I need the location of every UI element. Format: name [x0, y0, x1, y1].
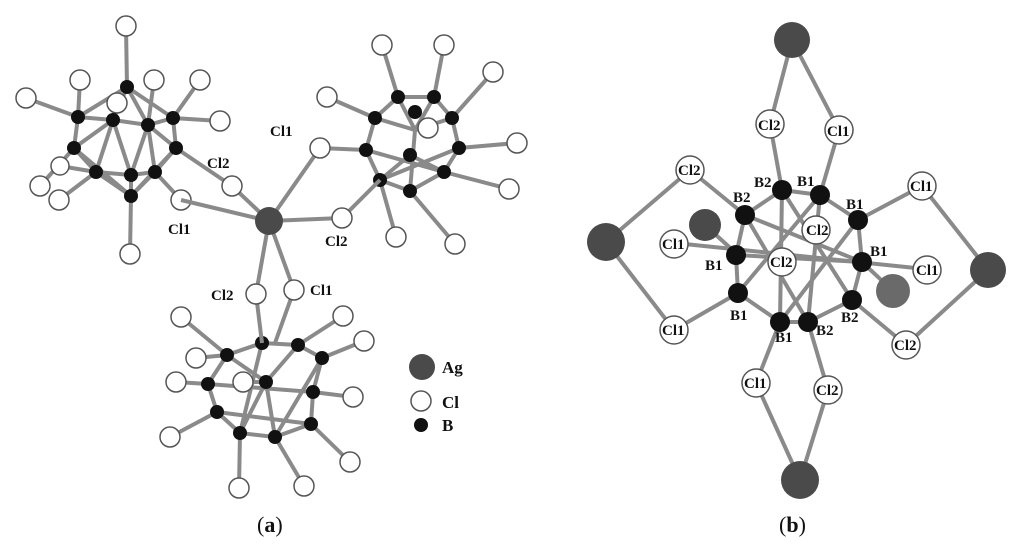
label-b-b2-b: B2	[733, 190, 751, 206]
label-b-b1-b: B1	[846, 197, 864, 213]
boron-cage-center	[674, 188, 936, 324]
panel-a-caption-close: )	[275, 512, 283, 537]
label-b-cl1-bottom: Cl1	[744, 376, 767, 392]
silver-atom-left	[587, 223, 625, 261]
label-b-cl2-center: Cl2	[770, 255, 793, 271]
bridging-chlorine-atoms	[221, 137, 353, 305]
label-b-cl1-top: Cl1	[827, 124, 850, 140]
chlorine-atoms-upper-left	[15, 15, 231, 265]
legend-swatch-b	[414, 418, 428, 432]
label-b-cl1-mid-left: Cl1	[662, 237, 685, 253]
label-cl1-bottom: Cl1	[310, 283, 333, 299]
label-b-b1-f: B1	[775, 330, 793, 346]
panel-a-caption-letter: a	[264, 512, 276, 537]
legend-swatch-cl	[410, 390, 432, 412]
chlorine-atoms-upper-right	[316, 34, 528, 255]
label-b-cl2-top: Cl2	[758, 118, 781, 134]
panel-a: Cl1 Cl2 Cl1 Cl2 Cl2 Cl1 Ag Cl B	[15, 15, 528, 499]
legend-label-b: B	[442, 416, 453, 435]
boron-atoms-upper-left	[67, 80, 183, 203]
boron-cluster-upper-left	[25, 25, 234, 255]
silver-atom-inner-left	[689, 209, 721, 241]
silver-atom-right	[970, 252, 1006, 288]
silver-atom-top	[774, 22, 810, 58]
panel-b-caption-letter: b	[786, 512, 799, 537]
panel-b-caption-close: )	[798, 512, 806, 537]
label-b-b1-c: B1	[870, 244, 888, 260]
boron-atoms-panel-b	[726, 180, 872, 332]
label-b-b1-d: B1	[705, 258, 723, 274]
panel-b-caption-open: (	[779, 512, 787, 537]
label-b-cl1-lower-left: Cl1	[662, 323, 685, 339]
label-b-b2-d: B2	[816, 323, 834, 339]
label-b-b1-e: B1	[730, 308, 748, 324]
silver-atom-center	[255, 207, 283, 235]
label-b-cl2-upper-left: Cl2	[678, 163, 701, 179]
chlorine-atoms-bottom	[159, 305, 375, 499]
label-b-b2-a: B2	[754, 175, 772, 191]
panel-b: Cl2 Cl1 Cl2 Cl1 B2 B1 B2 B1 Cl2 Cl1 B1 C…	[587, 22, 1006, 499]
legend-swatch-ag	[409, 354, 435, 380]
label-b-cl1-upper-right: Cl1	[910, 179, 933, 195]
panel-b-caption: (b)	[779, 512, 806, 538]
label-b-cl2-center-up: Cl2	[806, 223, 829, 239]
boron-atoms-bottom	[201, 336, 329, 444]
label-b-cl1-mid-right: Cl1	[916, 263, 939, 279]
label-b-cl2-bottom: Cl2	[816, 383, 839, 399]
chlorine-atoms-panel-b	[659, 109, 942, 405]
legend-label-cl: Cl	[442, 393, 459, 412]
silver-atom-inner-right	[876, 274, 910, 308]
legend: Ag Cl B	[409, 354, 463, 435]
silver-atoms	[587, 22, 1006, 499]
silver-atom-bottom	[781, 461, 819, 499]
label-b-b2-c: B2	[841, 310, 859, 326]
legend-label-ag: Ag	[442, 358, 463, 377]
label-cl2-left: Cl2	[207, 156, 230, 172]
label-cl1-left: Cl1	[168, 222, 191, 238]
label-cl2-bottom: Cl2	[211, 288, 234, 304]
label-cl1-top: Cl1	[270, 124, 293, 140]
label-cl2-right: Cl2	[325, 234, 348, 250]
label-b-cl2-lower-right: Cl2	[894, 338, 917, 354]
label-b-b1-a: B1	[797, 174, 815, 190]
panel-a-caption-open: (	[257, 512, 265, 537]
panel-a-caption: (a)	[257, 512, 283, 538]
